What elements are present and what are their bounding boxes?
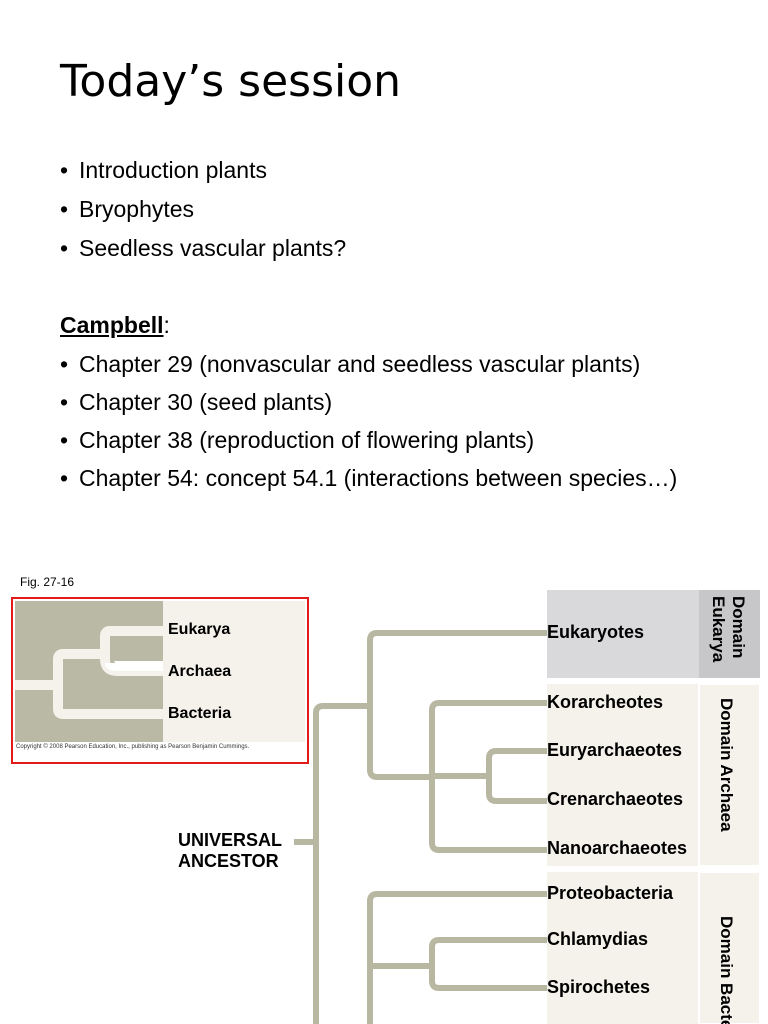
campbell-heading-text: Campbell bbox=[60, 312, 164, 338]
domain-bacteria-label: Domain Bacteria bbox=[717, 916, 736, 1024]
chapter-item: Chapter 54: concept 54.1 (interactions b… bbox=[60, 463, 740, 493]
ancestor-line: UNIVERSAL bbox=[178, 830, 283, 850]
leaf-nanoarchaeotes: Nanoarchaeotes bbox=[547, 838, 688, 858]
bullet-item: Seedless vascular plants? bbox=[60, 233, 740, 263]
campbell-heading: Campbell: bbox=[60, 310, 170, 340]
bullet-item: Introduction plants bbox=[60, 155, 740, 185]
chapter-item: Chapter 30 (seed plants) bbox=[60, 387, 740, 417]
inset-label-area bbox=[163, 601, 305, 742]
domain-eukarya-label: Domain Eukarya bbox=[709, 596, 748, 663]
eukarya-tab bbox=[699, 590, 760, 678]
bacteria-tab bbox=[698, 871, 761, 1024]
eukarya-box bbox=[547, 590, 699, 678]
leaf-crenarchaeotes: Crenarchaeotes bbox=[547, 789, 684, 809]
chapter-item: Chapter 38 (reproduction of flowering pl… bbox=[60, 425, 740, 455]
tree-branches bbox=[294, 630, 547, 1024]
chapter-bullet-list: Chapter 29 (nonvascular and seedless vas… bbox=[60, 349, 740, 501]
inset-highlight-branch bbox=[105, 660, 163, 671]
figure-label: Fig. 27-16 bbox=[20, 575, 75, 589]
inset-label-archaea: Archaea bbox=[168, 663, 232, 680]
chlamydia-spirochete-branch bbox=[429, 937, 547, 991]
trunk-branch bbox=[313, 703, 370, 1024]
bacteria-branch bbox=[367, 891, 547, 1024]
leaf-chlamydias: Chlamydias bbox=[547, 929, 649, 949]
universal-ancestor-label: UNIVERSAL ANCESTOR bbox=[178, 830, 282, 872]
chapter-item: Chapter 29 (nonvascular and seedless vas… bbox=[60, 349, 740, 379]
inset-label-eukarya: Eukarya bbox=[168, 621, 231, 638]
eukarya-archaea-branch bbox=[367, 630, 547, 780]
slide-title: Today’s session bbox=[60, 56, 402, 107]
inset-label-bacteria: Bacteria bbox=[168, 705, 232, 722]
ancestor-line: ANCESTOR bbox=[178, 851, 279, 871]
inset-tree-thumbnail: Eukarya Archaea Bacteria Copyright © 200… bbox=[11, 597, 309, 764]
leaf-korarcheotes: Korarcheotes bbox=[547, 692, 664, 712]
eury-cren-branch bbox=[486, 748, 547, 804]
archaea-box bbox=[547, 684, 699, 866]
inset-copyright: Copyright © 2008 Pearson Education, Inc.… bbox=[16, 744, 250, 750]
leaf-euryarchaeotes: Euryarchaeotes bbox=[547, 740, 683, 760]
domain-archaea-label: Domain Archaea bbox=[717, 698, 736, 832]
leaf-proteobacteria: Proteobacteria bbox=[547, 883, 674, 903]
bullet-item: Bryophytes bbox=[60, 194, 740, 224]
bacteria-box bbox=[547, 872, 699, 1024]
leaf-spirochetes: Spirochetes bbox=[547, 977, 651, 997]
inset-tree-graphic bbox=[15, 601, 305, 742]
leaf-eukaryotes: Eukaryotes bbox=[547, 622, 645, 642]
session-bullet-list: Introduction plants Bryophytes Seedless … bbox=[60, 155, 740, 272]
campbell-heading-colon: : bbox=[163, 312, 170, 338]
archaea-tab bbox=[698, 683, 761, 867]
